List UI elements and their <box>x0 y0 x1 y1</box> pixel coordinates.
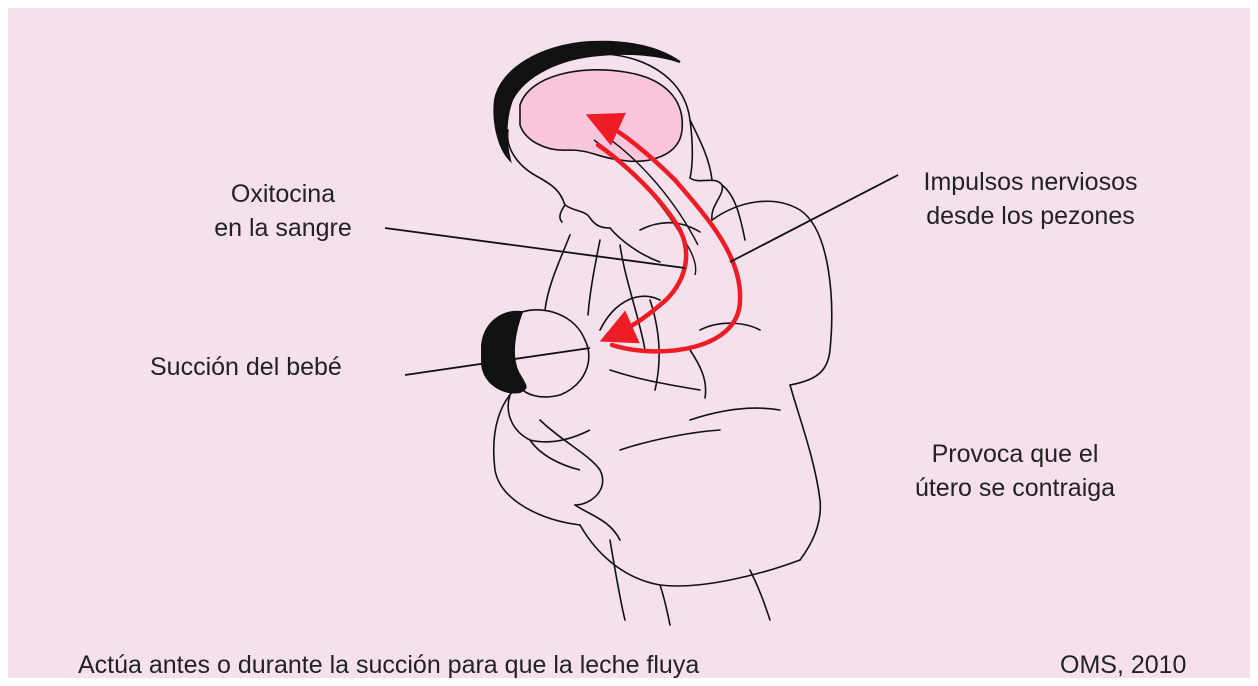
label-oxitocina-line2: en la sangre <box>188 211 378 245</box>
label-impulsos-line1: Impulsos nerviosos <box>898 165 1163 199</box>
leader-line-impulsos <box>730 175 898 262</box>
label-oxitocina-line1: Oxitocina <box>188 177 378 211</box>
leader-line-oxitocina <box>385 228 685 268</box>
leader-lines <box>385 175 898 375</box>
label-provoca-line1: Provoca que el <box>895 437 1135 471</box>
label-impulsos: Impulsos nerviosos desde los pezones <box>898 165 1163 233</box>
label-oxitocina: Oxitocina en la sangre <box>188 177 378 245</box>
label-provoca-line2: útero se contraiga <box>895 471 1135 505</box>
caption: Actúa antes o durante la succión para qu… <box>78 648 699 682</box>
oxytocin-arrow <box>598 145 686 336</box>
label-provoca: Provoca que el útero se contraiga <box>895 437 1135 505</box>
label-impulsos-line2: desde los pezones <box>898 199 1163 233</box>
label-succion: Succión del bebé <box>150 350 342 384</box>
source-citation: OMS, 2010 <box>1060 648 1186 682</box>
